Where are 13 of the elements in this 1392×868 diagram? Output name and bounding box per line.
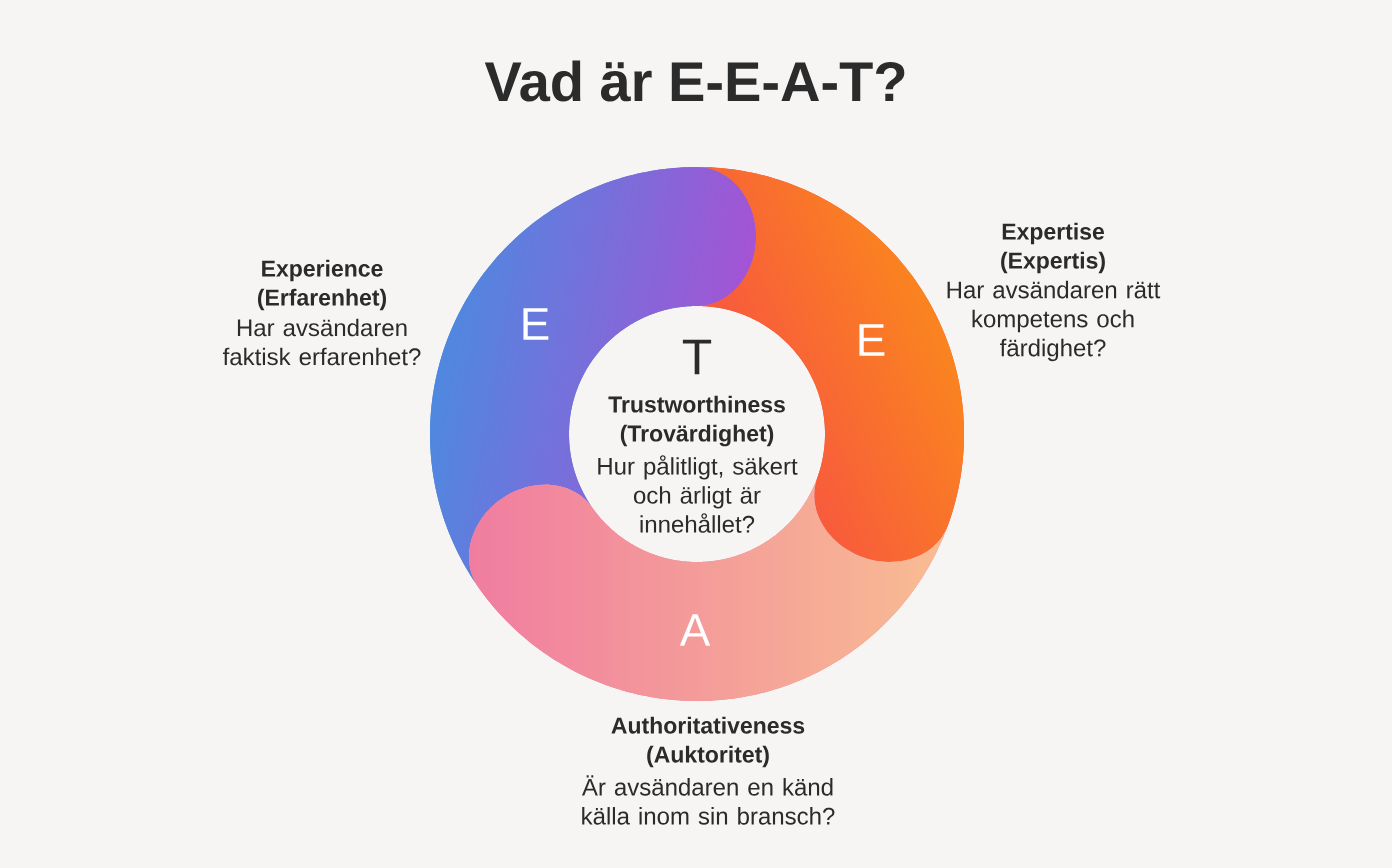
letter: E (523, 308, 549, 340)
description: Hur pålitligt, säkert och ärligt är innehållet? (598, 455, 798, 533)
heading: Authoritativeness (Auktoritet) (611, 716, 805, 768)
heading: Experience (Erfarenhet) (257, 259, 386, 311)
description: Är avsändaren en känd källa inom sin bransch? (581, 775, 835, 825)
description: Har avsändaren faktisk erfarenhet? (222, 318, 421, 366)
letter: A (679, 614, 711, 646)
heading: Expertise (Expertis) (1001, 222, 1105, 274)
letter: E (859, 324, 885, 356)
heading: Trustworthiness (Trovärdighet) (608, 395, 785, 447)
description: Har avsändaren rätt kompetens och färdighet? (947, 280, 1161, 362)
title: Vad är E-E-A-T? (484, 60, 905, 102)
letter: T (682, 339, 712, 375)
